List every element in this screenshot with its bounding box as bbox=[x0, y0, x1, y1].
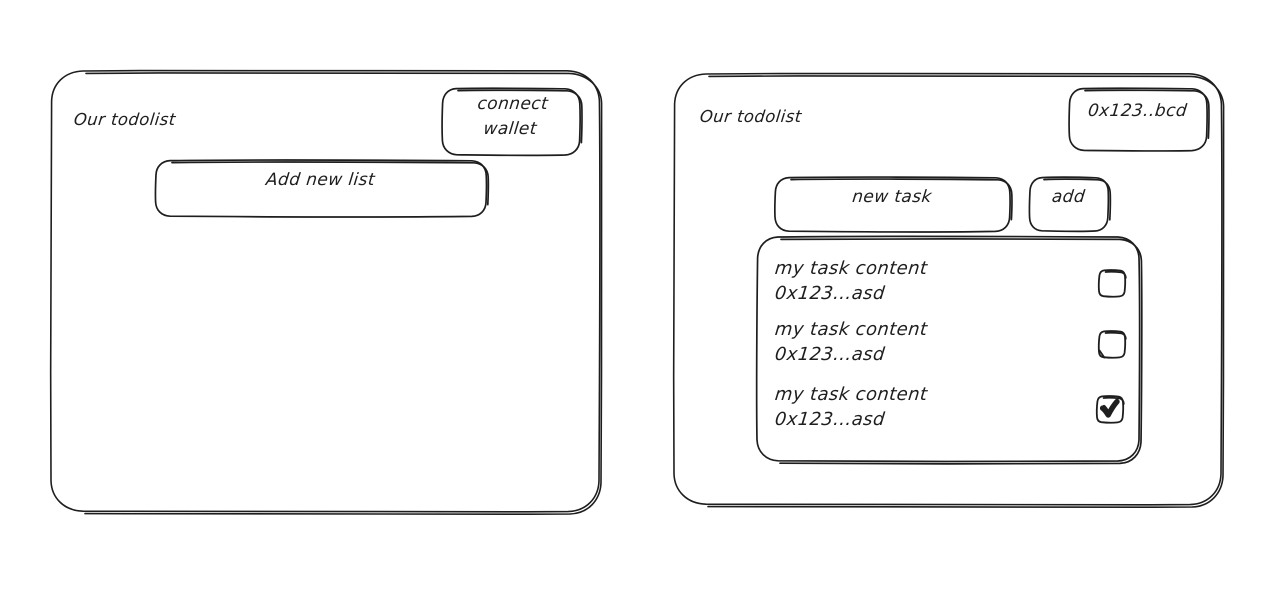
connect-wallet-button[interactable]: connect wallet bbox=[440, 92, 582, 142]
new-task-input[interactable]: new task bbox=[851, 187, 933, 207]
task-address: 0x123...asd bbox=[773, 283, 886, 304]
task-content: my task content bbox=[773, 319, 929, 340]
task-address: 0x123...asd bbox=[773, 409, 886, 430]
page-title-right: Our todolist bbox=[699, 107, 803, 126]
task-checkbox-1[interactable] bbox=[1097, 329, 1127, 359]
add-task-button[interactable]: add bbox=[1050, 187, 1087, 207]
connect-wallet-label-line2: wallet bbox=[482, 119, 538, 139]
page-title-left: Our todolist bbox=[73, 110, 177, 129]
task-checkbox-2[interactable] bbox=[1095, 394, 1125, 424]
task-checkbox-0[interactable] bbox=[1097, 268, 1127, 298]
add-new-list-button[interactable]: Add new list bbox=[264, 170, 377, 190]
screen-connected bbox=[674, 73, 1222, 505]
task-content: my task content bbox=[773, 258, 929, 279]
wallet-address-button[interactable]: 0x123..bcd bbox=[1086, 101, 1189, 121]
task-content: my task content bbox=[773, 384, 929, 405]
connect-wallet-label-line1: connect bbox=[476, 94, 550, 114]
task-address: 0x123...asd bbox=[773, 344, 886, 365]
